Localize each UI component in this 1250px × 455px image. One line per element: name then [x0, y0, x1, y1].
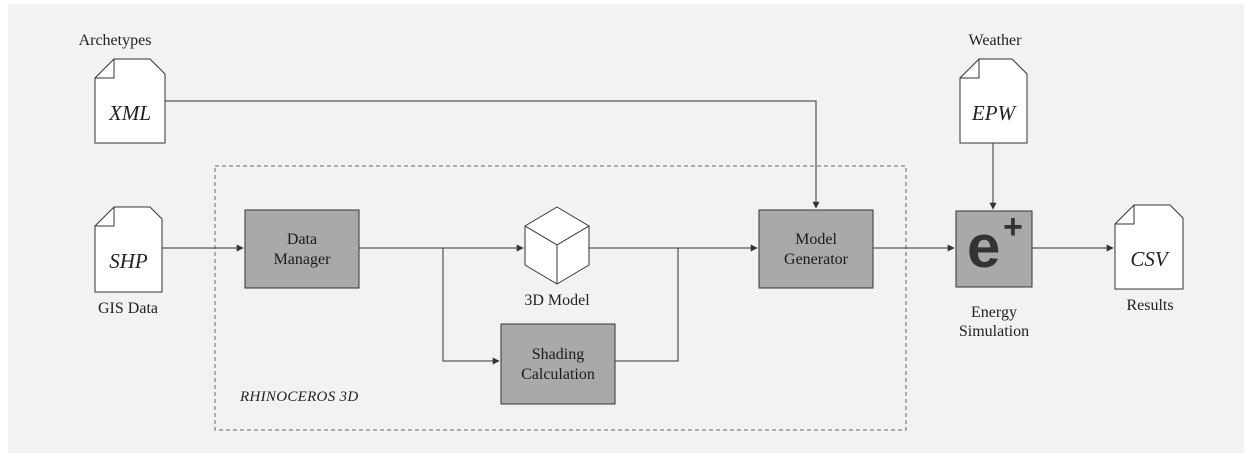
- diagram-panel: [8, 4, 1244, 453]
- energyplus-logo: e +: [965, 209, 1025, 283]
- 3d-model-caption: 3D Model: [524, 292, 590, 309]
- rhinoceros-group-label: RHINOCEROS 3D: [240, 389, 359, 405]
- data-manager-label-line1: Data: [286, 231, 318, 248]
- epw-label: EPW: [971, 101, 1016, 125]
- shading-to-merge-line: [615, 248, 679, 362]
- results-caption: Results: [1126, 297, 1174, 314]
- xml-label: XML: [109, 101, 151, 125]
- energyplus-logo-plus: +: [1003, 208, 1023, 246]
- model-generator-label-line2: Generator: [784, 251, 848, 268]
- model-generator-label-line1: Model: [795, 231, 837, 248]
- energy-caption-line1: Energy: [971, 304, 1017, 321]
- shading-label-line1: Shading: [531, 346, 585, 363]
- connectors: [162, 100, 1114, 365]
- shp-document-icon: [94, 206, 163, 293]
- weather-title: Weather: [968, 32, 1022, 49]
- data-manager-label-line2: Manager: [273, 251, 331, 268]
- shading-calculation-label: Shading Calculation: [501, 345, 615, 385]
- data-manager-box: [244, 209, 360, 289]
- xml-to-model-generator-arrow: [165, 100, 820, 209]
- energyplus-logo-e: e: [967, 213, 1001, 280]
- shading-calculation-box: [500, 323, 616, 405]
- energy-caption-line2: Simulation: [958, 323, 1030, 340]
- csv-document-icon: [1114, 204, 1184, 290]
- archetypes-title: Archetypes: [78, 32, 152, 49]
- energy-simulation-caption: Energy Simulation: [944, 303, 1044, 341]
- model-generator-label: Model Generator: [759, 230, 873, 270]
- data-manager-label: Data Manager: [245, 230, 359, 270]
- shp-label: SHP: [109, 249, 148, 273]
- shading-label-line2: Calculation: [521, 366, 595, 383]
- branch-to-shading-arrow: [442, 248, 500, 365]
- energy-simulation-box: [955, 210, 1033, 288]
- cube-icon: [524, 206, 590, 285]
- xml-document-icon: [94, 58, 166, 144]
- gis-data-caption: GIS Data: [98, 300, 158, 317]
- rhinoceros-group-boundary: [214, 165, 907, 431]
- model-generator-box: [758, 209, 874, 289]
- epw-document-icon: [959, 58, 1028, 144]
- csv-label: CSV: [1130, 247, 1168, 271]
